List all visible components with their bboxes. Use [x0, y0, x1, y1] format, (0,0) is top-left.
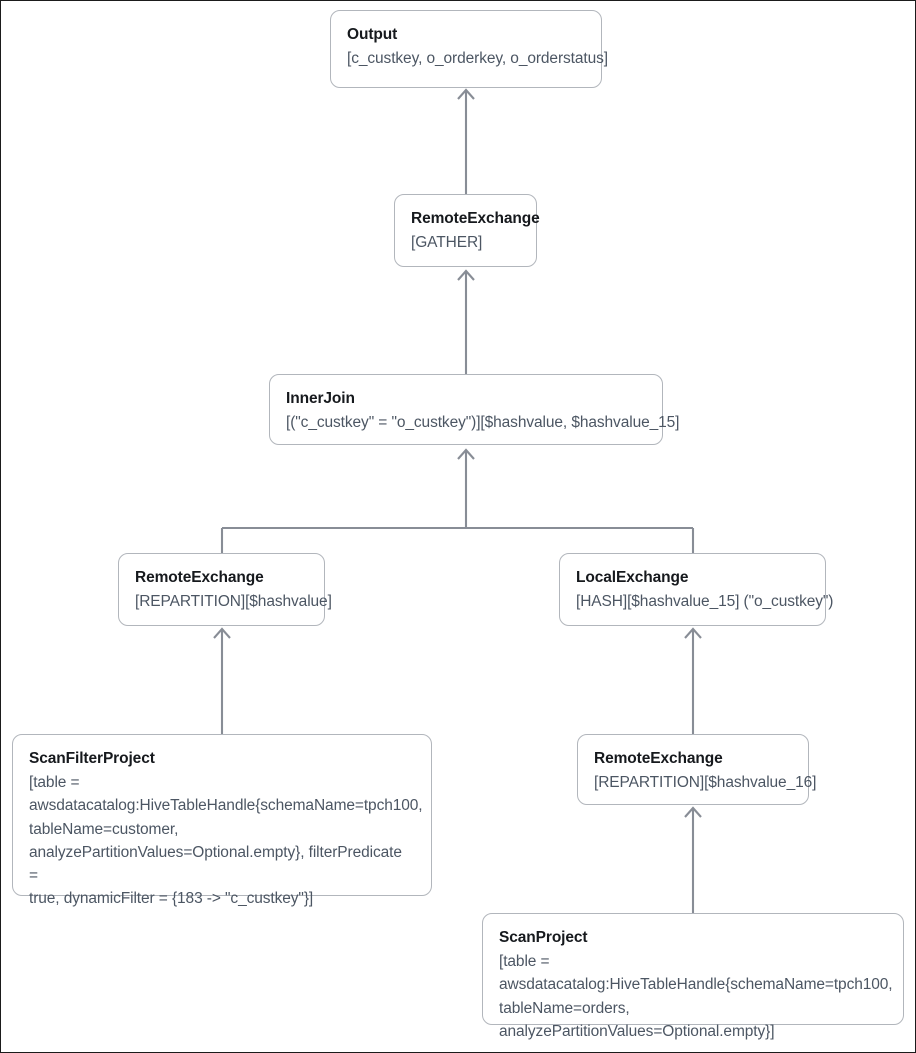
node-scan-project-orders[interactable]: ScanProject [table = awsdatacatalog:Hive…	[482, 913, 904, 1040]
edge-branch-to-innerjoin	[457, 448, 475, 528]
node-remote-exchange-repartition-hashvalue-16[interactable]: RemoteExchange [REPARTITION][$hashvalue_…	[577, 734, 817, 805]
node-inner-join[interactable]: InnerJoin [("c_custkey" = "o_custkey")][…	[269, 374, 680, 445]
node-remote-exchange-repartition-hashvalue[interactable]: RemoteExchange [REPARTITION][$hashvalue]	[118, 553, 332, 626]
node-inner-join-detail: [("c_custkey" = "o_custkey")][$hashvalue…	[286, 414, 680, 431]
node-remote-exchange-gather[interactable]: RemoteExchange [GATHER]	[394, 194, 540, 267]
edge-scanproject-to-remote-exchange-16	[684, 806, 702, 913]
edge-remote-exchange-16-to-local-exchange	[684, 627, 702, 734]
node-scan-project-orders-title: ScanProject	[499, 929, 588, 946]
node-scan-filter-project-customer[interactable]: ScanFilterProject [table = awsdatacatalo…	[12, 734, 432, 907]
node-remote-exchange-repartition-hashvalue-title: RemoteExchange	[135, 569, 264, 586]
node-remote-exchange-gather-detail: [GATHER]	[411, 234, 483, 251]
node-scan-project-orders-detail: [table = awsdatacatalog:HiveTableHandle{…	[499, 953, 893, 1040]
node-output[interactable]: Output [c_custkey, o_orderkey, o_orderst…	[330, 10, 608, 88]
node-remote-exchange-repartition-hashvalue-16-detail: [REPARTITION][$hashvalue_16]	[594, 774, 817, 791]
edge-innerjoin-to-gather	[457, 269, 475, 374]
node-remote-exchange-gather-title: RemoteExchange	[411, 210, 540, 227]
node-remote-exchange-repartition-hashvalue-detail: [REPARTITION][$hashvalue]	[135, 593, 332, 610]
edge-gather-to-output	[457, 88, 475, 194]
node-scan-filter-project-customer-title: ScanFilterProject	[29, 750, 155, 767]
edge-scanfilterproject-to-remote-exchange	[213, 627, 231, 734]
node-local-exchange-hash-detail: [HASH][$hashvalue_15] ("o_custkey")	[576, 593, 834, 610]
node-inner-join-title: InnerJoin	[286, 390, 355, 407]
node-scan-filter-project-customer-detail: [table = awsdatacatalog:HiveTableHandle{…	[29, 774, 423, 908]
node-output-title: Output	[347, 26, 398, 43]
node-output-detail: [c_custkey, o_orderkey, o_orderstatus]	[347, 50, 608, 67]
node-remote-exchange-repartition-hashvalue-16-title: RemoteExchange	[594, 750, 723, 767]
node-local-exchange-hash-title: LocalExchange	[576, 569, 689, 586]
node-local-exchange-hash[interactable]: LocalExchange [HASH][$hashvalue_15] ("o_…	[559, 553, 834, 626]
